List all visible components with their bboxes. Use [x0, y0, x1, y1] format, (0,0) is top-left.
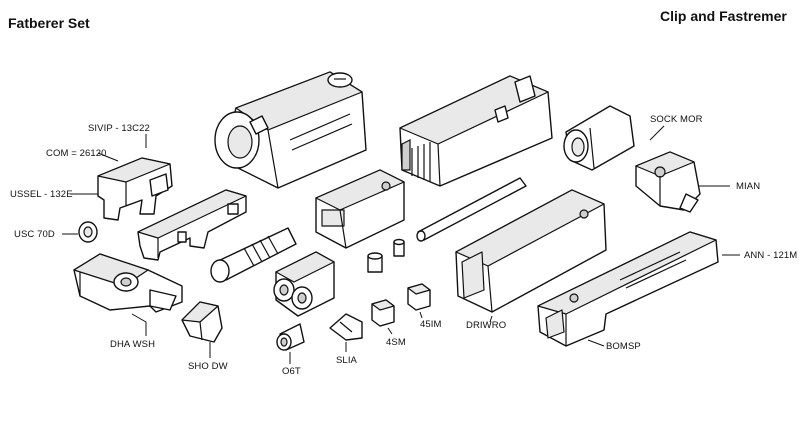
- part-bomsp-clip: [537, 231, 719, 347]
- diagram-title-right: Clip and Fastremer: [660, 8, 787, 24]
- part-mian-clip: [635, 151, 701, 213]
- label-slia: SLIA: [336, 355, 357, 366]
- part-washer: [78, 221, 98, 243]
- part-driwro-tube: [455, 189, 607, 313]
- part-spring-pin: [210, 227, 297, 283]
- label-o6t: O6T: [282, 366, 301, 377]
- part-rect-housing: [399, 75, 553, 187]
- part-sho-clip: [181, 301, 223, 343]
- label-sivip: SIVIP - 13C22: [88, 123, 150, 134]
- diagram-title-left: Fatberer Set: [8, 15, 90, 31]
- part-slia-clip: [329, 313, 363, 341]
- part-flat-bracket: [137, 189, 247, 261]
- part-4sm-cube: [371, 299, 395, 327]
- label-sho: SHO DW: [188, 361, 228, 372]
- part-45im-cube: [407, 283, 431, 311]
- part-small-cylinder-b: [393, 238, 405, 257]
- part-dha-clip: [73, 253, 183, 313]
- part-tube-body: [214, 71, 367, 189]
- label-ann: ANN - 121M: [744, 250, 798, 261]
- part-bracket-sivip: [97, 157, 173, 221]
- label-4sm: 4SM: [386, 337, 406, 348]
- label-usc: USC 70D: [14, 229, 55, 240]
- label-com: COM = 26120: [46, 148, 107, 159]
- label-driwro: DRIWRO: [466, 320, 507, 331]
- label-bomsp: BOMSP: [606, 341, 641, 352]
- part-small-cylinder-a: [367, 252, 383, 273]
- label-sock-mor: SOCK MOR: [650, 114, 703, 125]
- label-dha: DHA WSH: [110, 339, 156, 350]
- part-sock-sleeve: [563, 105, 635, 171]
- label-ussel: USSEL - 132E: [10, 189, 73, 200]
- part-socket-latch: [315, 169, 405, 249]
- label-mian: MIAN: [736, 181, 761, 192]
- part-double-connector: [273, 251, 335, 317]
- label-45im: 45IM: [420, 319, 442, 330]
- leader-lines: [62, 125, 740, 364]
- part-rod: [416, 177, 527, 242]
- part-o6t-ferrule: [276, 323, 305, 351]
